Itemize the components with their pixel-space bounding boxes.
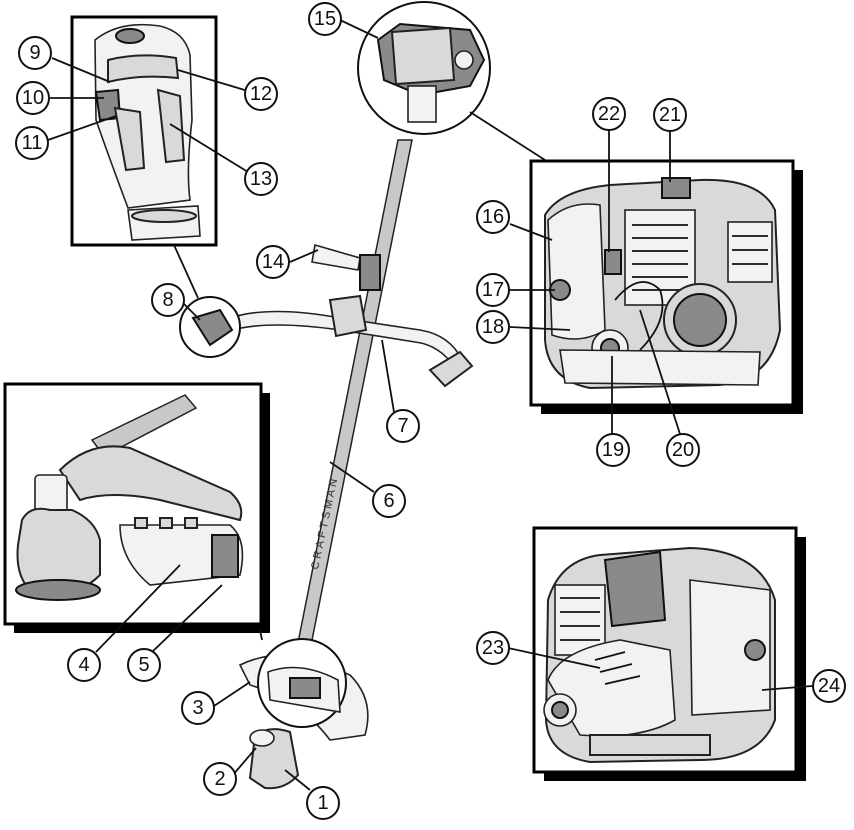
callout-14: 14 bbox=[256, 245, 290, 279]
callout-21: 21 bbox=[653, 98, 687, 132]
callout-6: 6 bbox=[372, 484, 406, 518]
leader-head-inset bbox=[259, 629, 263, 641]
callout-22-label: 22 bbox=[598, 103, 620, 125]
callout-3: 3 bbox=[181, 691, 215, 725]
throttle-handle-inset bbox=[70, 15, 218, 247]
trimmer-head-inset bbox=[3, 382, 270, 633]
callout-4-label: 4 bbox=[78, 654, 89, 676]
callout-leaders bbox=[47, 19, 813, 791]
callout-14-label: 14 bbox=[262, 251, 284, 273]
callout-16-label: 16 bbox=[482, 206, 504, 228]
callout-12-label: 12 bbox=[250, 83, 272, 105]
callout-15-label: 15 bbox=[314, 8, 336, 30]
callout-17-label: 17 bbox=[482, 279, 504, 301]
handlebar-clamp bbox=[328, 294, 368, 338]
engine-rear-view bbox=[543, 546, 776, 764]
callout-11-label: 11 bbox=[22, 132, 43, 154]
callout-19-label: 19 bbox=[602, 439, 624, 461]
leader-handle-inset bbox=[173, 244, 199, 299]
callout-20: 20 bbox=[666, 433, 700, 467]
callout-2-label: 2 bbox=[214, 768, 225, 790]
callout-12: 12 bbox=[244, 77, 278, 111]
callout-7-label: 7 bbox=[397, 415, 408, 437]
callout-9-label: 9 bbox=[29, 42, 40, 64]
zoom-circle-engine bbox=[357, 1, 491, 135]
engine-inset-front bbox=[529, 159, 803, 414]
callout-9: 9 bbox=[18, 36, 52, 70]
callout-17: 17 bbox=[476, 273, 510, 307]
trimmer-head-closeup bbox=[15, 394, 244, 601]
callout-23: 23 bbox=[476, 631, 510, 665]
callout-16: 16 bbox=[476, 200, 510, 234]
callout-5: 5 bbox=[127, 648, 161, 682]
callout-2: 2 bbox=[203, 762, 237, 796]
callout-1: 1 bbox=[306, 786, 340, 820]
callout-21-label: 21 bbox=[659, 104, 681, 126]
callout-19: 19 bbox=[596, 433, 630, 467]
callout-6-label: 6 bbox=[383, 490, 394, 512]
callout-11: 11 bbox=[15, 126, 49, 160]
throttle-bracket bbox=[311, 243, 361, 271]
throttle-handle bbox=[94, 23, 201, 241]
leader-engine-inset bbox=[469, 111, 546, 161]
callout-24-label: 24 bbox=[818, 675, 840, 697]
engine-inset-rear bbox=[532, 526, 806, 781]
callout-15: 15 bbox=[308, 2, 342, 36]
callout-24: 24 bbox=[812, 669, 846, 703]
handlebar-grip-right bbox=[428, 350, 474, 388]
callout-4: 4 bbox=[67, 648, 101, 682]
callout-13: 13 bbox=[244, 162, 278, 196]
callout-3-label: 3 bbox=[192, 697, 203, 719]
callout-5-label: 5 bbox=[138, 654, 149, 676]
callout-18-label: 18 bbox=[482, 316, 504, 338]
callout-23-label: 23 bbox=[482, 637, 504, 659]
callout-7: 7 bbox=[386, 409, 420, 443]
zoom-circle-handle bbox=[179, 296, 241, 358]
callout-22: 22 bbox=[592, 97, 626, 131]
callout-10-label: 10 bbox=[22, 87, 44, 109]
engine-vent-slots bbox=[594, 651, 641, 685]
callout-10: 10 bbox=[16, 81, 50, 115]
callout-8: 8 bbox=[151, 283, 185, 317]
callout-20-label: 20 bbox=[672, 439, 694, 461]
callout-13-label: 13 bbox=[250, 168, 272, 190]
zoom-circle-head bbox=[257, 638, 347, 728]
callout-18: 18 bbox=[476, 310, 510, 344]
callout-1-label: 1 bbox=[317, 792, 328, 814]
engine-front-view bbox=[544, 177, 782, 390]
callout-8-label: 8 bbox=[162, 289, 173, 311]
